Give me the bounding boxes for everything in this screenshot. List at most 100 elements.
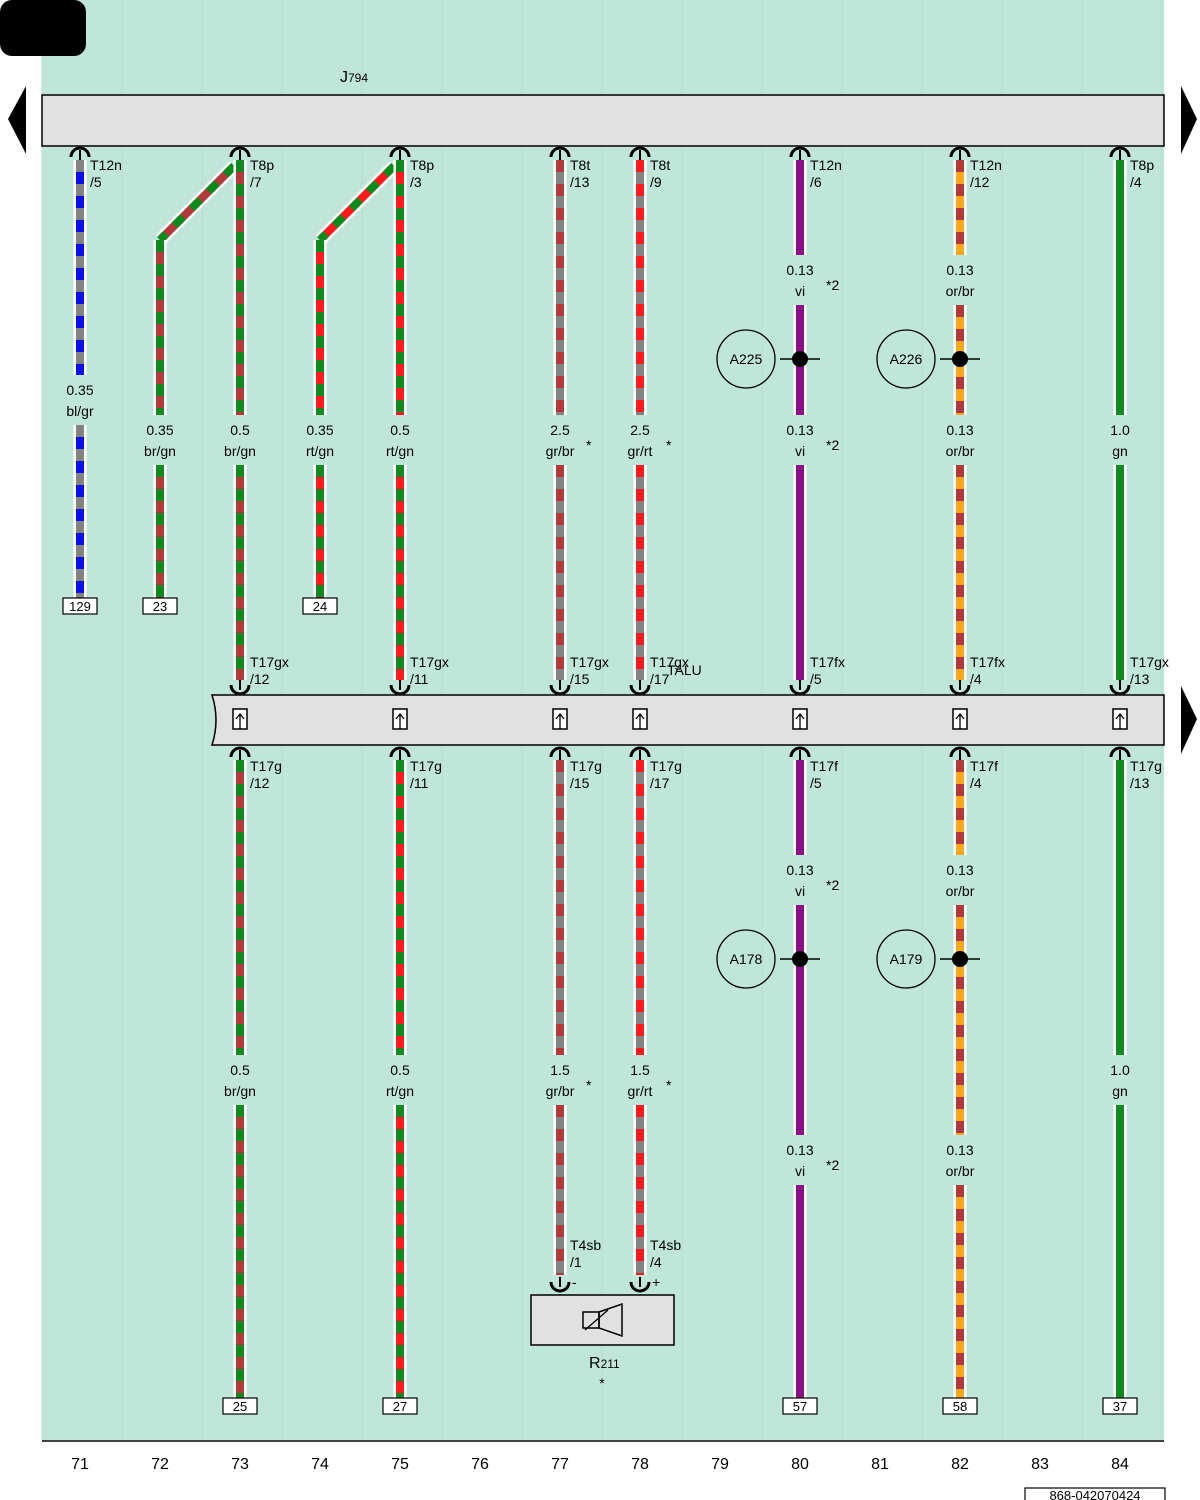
wire-color-label: gr/br <box>546 1083 575 1099</box>
end-reference-label: 57 <box>793 1399 807 1414</box>
arrow-left-icon <box>8 86 26 154</box>
connector-pin-label: /1 <box>570 1254 582 1270</box>
splice-label: A225 <box>730 351 763 367</box>
connector-icon <box>949 746 971 758</box>
connector-pin-label: /11 <box>410 671 429 687</box>
wire-color-label: gr/rt <box>628 443 653 459</box>
plug-arrow <box>235 712 245 729</box>
wire-gauge-label: 0.35 <box>306 422 333 438</box>
connector-icon <box>629 146 651 158</box>
speaker-cone <box>598 1302 623 1338</box>
connector-label: T17f <box>810 758 838 774</box>
wire-gauge-label: 0.5 <box>390 1062 410 1078</box>
connector-label: T17f <box>970 758 998 774</box>
connector-pin-label: /7 <box>250 174 262 190</box>
wire-color-label: br/gn <box>224 1083 256 1099</box>
column-number: 75 <box>391 1456 409 1473</box>
connector-pin-label: /13 <box>1130 775 1150 791</box>
column-number: 84 <box>1111 1456 1129 1473</box>
module-bar-mid <box>210 694 1165 746</box>
column-number: 81 <box>871 1456 889 1473</box>
end-reference-box <box>302 597 338 615</box>
connector-pin-label: /5 <box>810 775 822 791</box>
connector-label: T17g <box>570 758 602 774</box>
connector-icon <box>549 684 571 696</box>
end-reference-box <box>382 1397 418 1415</box>
wire-gauge-label: 0.13 <box>786 422 813 438</box>
wire-gauge-label: 1.0 <box>1110 422 1130 438</box>
end-reference-box <box>942 1397 978 1415</box>
connector-label: T17fx <box>810 654 845 670</box>
splice-point <box>952 951 968 967</box>
wire-gauge-label: 0.13 <box>786 262 813 278</box>
wire-color-label: gn <box>1112 1083 1128 1099</box>
connector-pin-label: /12 <box>250 671 270 687</box>
wire-color-label: rt/gn <box>386 443 414 459</box>
connector-icon <box>229 684 251 696</box>
column-number: 80 <box>791 1456 809 1473</box>
connector-pin-label: /12 <box>250 775 270 791</box>
connector-label: T17g <box>410 758 442 774</box>
component-label: R211 <box>589 1355 620 1372</box>
connector-icon <box>629 1281 651 1293</box>
connector-icon <box>1109 146 1131 158</box>
end-reference-label: 23 <box>153 599 167 614</box>
end-reference-label: 58 <box>953 1399 967 1414</box>
connector-label: T12n <box>90 157 122 173</box>
plug-arrow <box>795 712 805 729</box>
column-number: 79 <box>711 1456 729 1473</box>
wire-note: *2 <box>826 277 839 293</box>
wire-note: * <box>586 437 592 453</box>
column-number: 72 <box>151 1456 169 1473</box>
end-reference-label: 129 <box>69 599 91 614</box>
connector-label: T17gx <box>570 654 609 670</box>
speaker-strike <box>584 1309 609 1331</box>
connector-pin-label: /4 <box>1130 174 1142 190</box>
connector-label: T8p <box>250 157 274 173</box>
column-number: 74 <box>311 1456 329 1473</box>
connector-label: T17g <box>250 758 282 774</box>
connector-icon <box>949 146 971 158</box>
wire-color-label: or/br <box>946 443 975 459</box>
wire-note: *2 <box>826 1157 839 1173</box>
connector-icon <box>789 146 811 158</box>
wire-note: * <box>666 437 672 453</box>
splice-label: A226 <box>890 351 923 367</box>
wire-gauge-label: 1.5 <box>550 1062 570 1078</box>
page-tab <box>0 0 86 56</box>
splice-circle <box>876 329 936 389</box>
splice-label: A178 <box>730 951 763 967</box>
wire-gauge-label: 0.13 <box>946 862 973 878</box>
connector-label: T12n <box>970 157 1002 173</box>
connector-icon <box>389 146 411 158</box>
wire-gauge-label: 0.13 <box>786 862 813 878</box>
wire-color-label: vi <box>795 443 805 459</box>
connector-label: T17gx <box>650 654 689 670</box>
end-reference-label: 25 <box>233 1399 247 1414</box>
wire-color-label: br/gn <box>144 443 176 459</box>
wire-color-label: rt/gn <box>386 1083 414 1099</box>
splice-circle <box>716 329 776 389</box>
end-reference-box <box>1102 1397 1138 1415</box>
wire-gauge-label: 2.5 <box>630 422 650 438</box>
doc-number-box <box>1024 1487 1166 1500</box>
connector-label: T17g <box>650 758 682 774</box>
splice-label: A179 <box>890 951 923 967</box>
wire-note: * <box>586 1077 592 1093</box>
connector-pin-label: /13 <box>570 174 590 190</box>
splice-point <box>792 951 808 967</box>
connector-pin-label: /5 <box>90 174 102 190</box>
wire-gauge-label: 1.5 <box>630 1062 650 1078</box>
wire-note: *2 <box>826 437 839 453</box>
module-label-mid: TALU <box>667 662 702 678</box>
column-number: 82 <box>951 1456 969 1473</box>
column-number: 83 <box>1031 1456 1049 1473</box>
connector-label: T12n <box>810 157 842 173</box>
wire-color-label: or/br <box>946 283 975 299</box>
plug-arrow <box>395 712 405 729</box>
connector-pin-label: /12 <box>970 174 990 190</box>
connector-icon <box>549 1281 571 1293</box>
connector-label: T8p <box>410 157 434 173</box>
end-reference-label: 27 <box>393 1399 407 1414</box>
